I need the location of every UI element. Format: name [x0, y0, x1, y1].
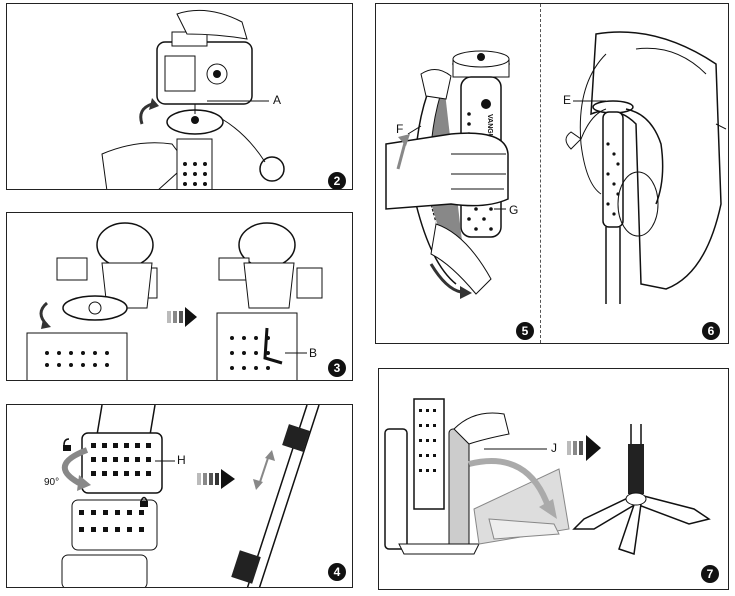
panel-step-4: H 90° 4	[6, 404, 353, 588]
callout-label-b: B	[309, 346, 318, 360]
step-badge-4: 4	[328, 563, 346, 581]
illustration-feet-deploy	[384, 398, 711, 555]
callout-label-a: A	[273, 93, 282, 107]
rotation-angle-label: 90°	[44, 477, 60, 488]
panel-step-2: A 2	[6, 3, 353, 190]
callout-label-g: G	[509, 203, 519, 217]
callout-label-e: E	[563, 93, 572, 107]
panel-step-3: B 3	[6, 212, 353, 381]
illustration-head-attachment	[26, 222, 323, 380]
step-badge-3: 3	[328, 359, 346, 377]
panel-step-7: J 7	[378, 368, 729, 590]
illustration-strap-and-carry: VANGUARD VANGUARD	[385, 31, 727, 304]
callout-label-j: J	[551, 441, 557, 455]
grip-brand-text: VANGUARD	[486, 114, 493, 154]
illustration-camera-mounting	[101, 9, 285, 189]
step-badge-7: 7	[701, 565, 719, 583]
callout-label-f: F	[396, 122, 404, 136]
illustration-leg-lock	[61, 405, 320, 587]
step-badge-5: 5	[516, 322, 534, 340]
step-badge-6: 6	[702, 322, 720, 340]
panel-step-5-6: VANGUARD VANGUARD	[375, 3, 729, 344]
step-divider	[540, 4, 541, 343]
callout-label-h: H	[177, 453, 186, 467]
step-badge-2: 2	[328, 172, 346, 189]
